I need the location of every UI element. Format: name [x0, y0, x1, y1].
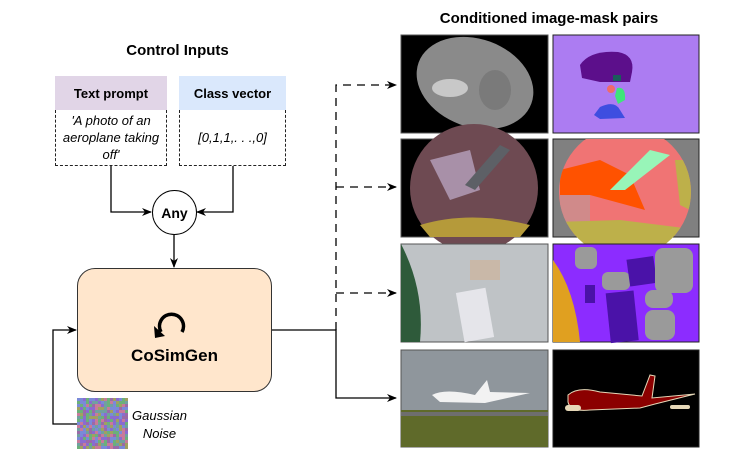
satellite-aerial-image [400, 243, 549, 343]
generator-output-line [272, 329, 397, 402]
class-vector-header: Class vector [179, 76, 286, 110]
text-to-any-arrow [110, 166, 152, 216]
cosimgen-label: CoSimGen [131, 346, 218, 365]
ct-organ-mask [552, 34, 700, 134]
text-prompt-header: Text prompt [55, 76, 167, 110]
cosimgen-block [77, 268, 272, 392]
aerial-segmentation-mask [552, 243, 700, 344]
laparoscopic-surgery-image [400, 124, 549, 252]
surgery-segmentation-mask [552, 138, 700, 245]
aeroplane-mask [552, 349, 700, 448]
ct-scan-image [400, 34, 549, 134]
class-to-any-arrow [196, 166, 234, 216]
outputs-title: Conditioned image-mask pairs [439, 10, 659, 27]
control-inputs-title: Control Inputs [126, 42, 229, 59]
aeroplane-photo [400, 349, 549, 448]
dashed-branch [335, 81, 397, 330]
noise-to-generator-arrow [52, 326, 77, 425]
class-vector-value: [0,1,1,. . .,0] [179, 110, 286, 166]
text-prompt-value: 'A photo of an aeroplane taking off' [55, 110, 167, 166]
gaussian-noise-label: Gaussian Noise [132, 408, 187, 441]
any-combiner: Any [152, 190, 197, 235]
